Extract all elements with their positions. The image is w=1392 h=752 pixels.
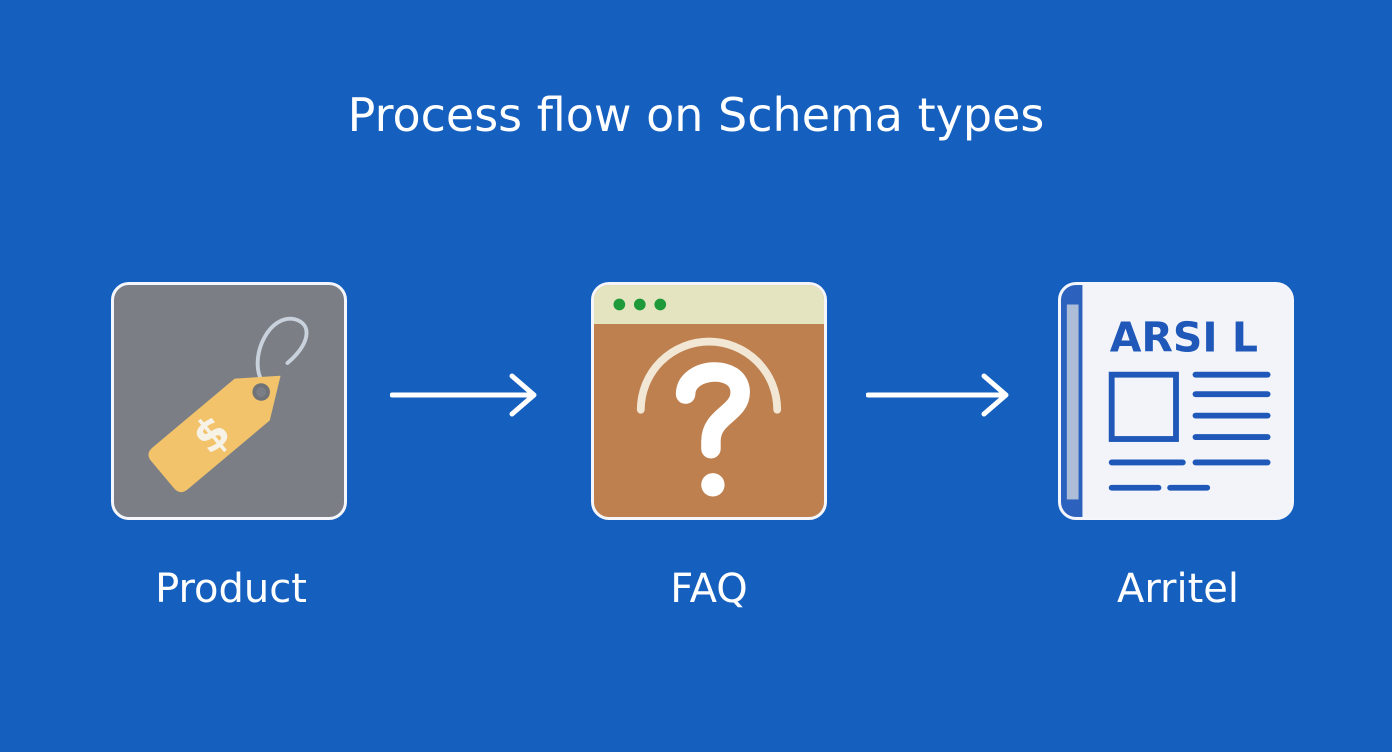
step-label-article: Arritel xyxy=(1116,566,1240,612)
window-dot-icon xyxy=(613,298,626,311)
document-icon: ARSI L xyxy=(1061,285,1271,517)
step-label-faq: FAQ xyxy=(670,566,748,612)
flow-arrow-2 xyxy=(866,373,1009,417)
step-label-product: Product xyxy=(155,566,307,612)
diagram-title: Process flow on Schema types xyxy=(347,88,1045,142)
faq-card xyxy=(591,282,827,520)
price-tag-icon: $ xyxy=(148,316,309,493)
window-dot-icon xyxy=(633,298,646,311)
window-dot-icon xyxy=(654,298,667,311)
article-card-text: ARSI L xyxy=(1110,313,1258,361)
article-card: ARSI L xyxy=(1058,282,1294,520)
question-mark-icon xyxy=(594,285,824,497)
product-card: $ xyxy=(111,282,347,520)
flow-arrow-1 xyxy=(390,373,537,417)
